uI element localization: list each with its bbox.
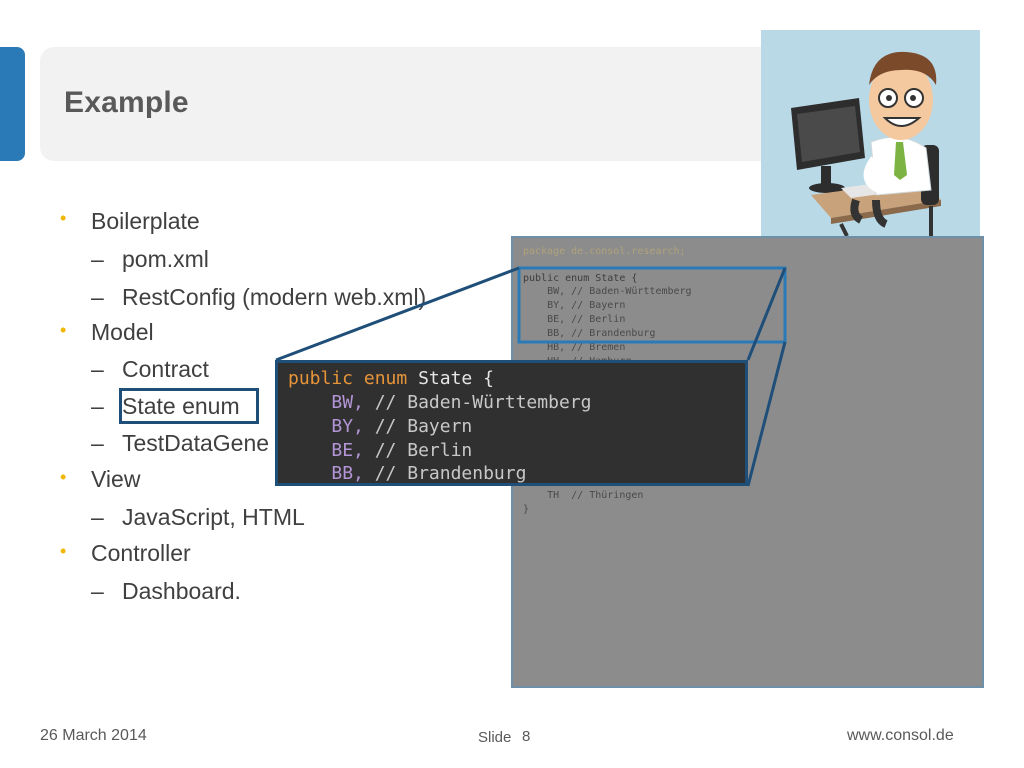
code-line: BW, // Baden-Württemberg: [523, 286, 692, 297]
zoom-line: public enum State {: [288, 368, 494, 389]
code-line: BE, // Berlin: [523, 314, 626, 325]
constant: BY,: [331, 416, 364, 437]
bullet-dot: •: [60, 320, 67, 340]
comment: // Bayern: [374, 416, 473, 437]
code-line: }: [523, 504, 530, 515]
bullet-boilerplate: Boilerplate: [91, 208, 200, 234]
bullet-javascript-html: JavaScript, HTML: [122, 504, 305, 530]
bullet-state-enum: State enum: [122, 393, 240, 419]
footer-website: www.consol.de: [847, 727, 954, 744]
constant: BB,: [331, 463, 364, 484]
keyword: public: [288, 368, 354, 389]
bullet-pom-xml: pom.xml: [122, 246, 209, 272]
zoomed-code-box: public enum State { BW, // Baden-Württem…: [275, 360, 748, 486]
bullet-dot: •: [60, 208, 67, 228]
constant: BW,: [331, 392, 364, 413]
code-line: BY, // Bayern: [523, 300, 626, 311]
accent-bar: [0, 47, 25, 161]
bullet-contract: Contract: [122, 356, 209, 382]
dash: –: [91, 430, 104, 456]
connector-line: [275, 266, 520, 362]
title-panel: [40, 47, 780, 161]
slide-title: Example: [64, 86, 189, 119]
dash: –: [91, 578, 104, 604]
comment: // Baden-Württemberg: [374, 392, 592, 413]
bullet-dot: •: [60, 467, 67, 487]
constant: BE,: [331, 440, 364, 461]
connector-line: [746, 267, 787, 361]
code-line: package de.consol.research;: [523, 246, 686, 257]
enum-name: State {: [418, 368, 494, 389]
bullet-restconfig: RestConfig (modern web.xml): [122, 284, 427, 310]
zoom-line: BB, // Brandenburg: [288, 463, 526, 484]
code-line: public enum State {: [523, 273, 638, 284]
code-region-highlight: [517, 266, 787, 344]
footer-date: 26 March 2014: [40, 727, 147, 744]
dash: –: [91, 393, 104, 419]
comment: // Brandenburg: [374, 463, 527, 484]
zoom-line: BY, // Bayern: [288, 416, 472, 437]
zoom-line: BE, // Berlin: [288, 440, 472, 461]
bullet-controller: Controller: [91, 540, 191, 566]
dash: –: [91, 284, 104, 310]
dash: –: [91, 246, 104, 272]
dash: –: [91, 356, 104, 382]
zoom-line: BW, // Baden-Württemberg: [288, 392, 591, 413]
footer-slide-label: Slide: [478, 729, 512, 746]
bullet-testdatagenerator: TestDataGene: [122, 430, 270, 456]
state-enum-highlight: [119, 388, 259, 424]
bullet-model: Model: [91, 319, 154, 345]
connector-line: [746, 341, 787, 487]
keyword: enum: [363, 368, 408, 389]
dash: –: [91, 504, 104, 530]
code-line: TH // Thüringen: [523, 490, 644, 501]
footer-slide-number: 8: [522, 728, 531, 745]
businessman-icon: [791, 51, 941, 237]
code-line: HB, // Bremen: [523, 342, 626, 353]
code-line: BB, // Brandenburg: [523, 328, 656, 339]
businessman-illustration: [761, 30, 980, 237]
bullet-view: View: [91, 466, 141, 492]
comment: // Berlin: [374, 440, 473, 461]
bullet-dot: •: [60, 541, 67, 561]
bullet-dashboard: Dashboard.: [122, 578, 241, 604]
